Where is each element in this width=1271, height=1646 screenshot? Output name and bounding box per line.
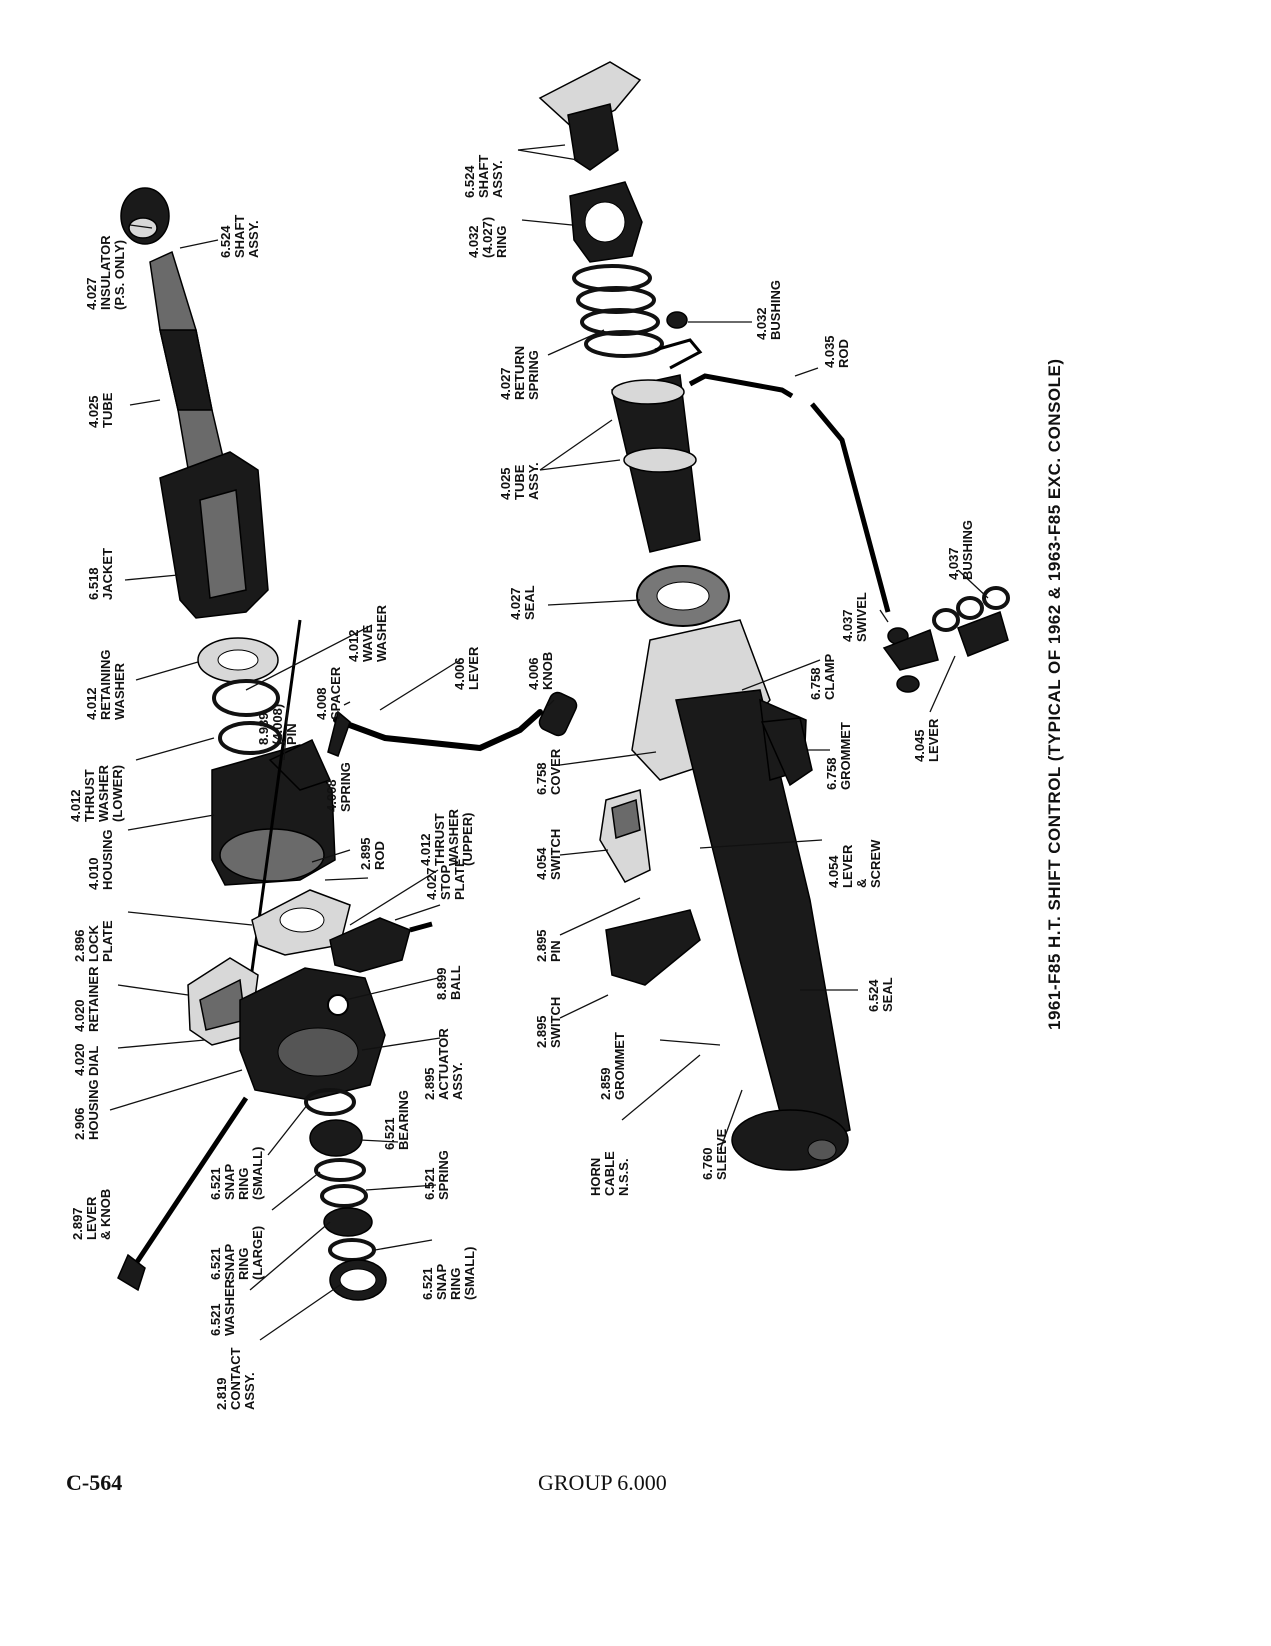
left-steering-column-assembly — [117, 187, 578, 1301]
insulator-part — [120, 187, 170, 245]
ring-4032-part — [569, 181, 643, 263]
label-housing-2906: 2.906HOUSING — [72, 1079, 101, 1140]
rod-4035-lower-part — [810, 402, 891, 613]
label-ring-4032: 4.032(4.027)RING — [466, 217, 509, 258]
label-thrust-washer-upper: 4.012THRUSTWASHER(UPPER) — [418, 808, 475, 866]
label-insulator: 4.027INSULATOR(P.S. ONLY) — [84, 235, 127, 310]
group-number: GROUP 6.000 — [538, 1470, 667, 1495]
page-number: C-564 — [66, 1470, 123, 1495]
tube-part — [149, 250, 227, 481]
label-return-spring: 4.027RETURNSPRING — [498, 346, 541, 400]
gear-lever-part — [327, 691, 578, 757]
label-sleeve: 6.760SLEEVE — [700, 1128, 729, 1180]
jacket-part — [159, 451, 269, 619]
label-retaining-washer: 4.012RETAININGWASHER — [84, 649, 127, 720]
label-grommet-6758: 6.758GROMMET — [824, 722, 853, 790]
stop-plate-part — [329, 917, 433, 973]
label-shaft-assy-left: 6.524SHAFTASSY. — [218, 215, 261, 258]
label-retainer: 4.020RETAINER — [72, 966, 101, 1032]
turn-signal-lever-part — [117, 1096, 249, 1292]
label-knob-4006: 4.006KNOB — [526, 652, 555, 690]
label-actuator: 2.895ACTUATORASSY. — [422, 1028, 465, 1100]
label-bearing: 6.521BEARING — [382, 1090, 411, 1150]
label-housing-4010: 4.010HOUSING — [86, 829, 115, 890]
label-tube-left: 4.025TUBE — [86, 392, 115, 428]
label-dial: 4.020DIAL — [72, 1043, 101, 1076]
bushing-4032-part — [666, 311, 688, 329]
label-jacket: 6.518JACKET — [86, 548, 115, 600]
right-steering-column-assembly — [538, 61, 1010, 1171]
label-pin-8939: 8.939(4.008)PIN — [256, 704, 299, 745]
label-spring-6521: 6.521SPRING — [422, 1150, 451, 1200]
label-lock-plate: 2.896LOCKPLATE — [72, 920, 115, 962]
label-shaft-assy-right: 6.524SHAFTASSY. — [462, 155, 505, 198]
label-thrust-washer-lower: 4.012THRUSTWASHER(LOWER) — [68, 764, 125, 822]
label-lever-4006: 4.006LEVER — [452, 646, 481, 690]
label-spring-4008: 4.008SPRING — [324, 762, 353, 812]
shaft-assembly-top-part — [538, 61, 642, 171]
label-stop-plate: 4.027STOPPLATE — [424, 858, 467, 900]
lock-plate-part — [251, 889, 351, 956]
label-snap-ring-small-lower: 6.521SNAPRING(SMALL) — [420, 1247, 477, 1300]
label-ball: 8.899BALL — [434, 965, 463, 1000]
leader-lines — [109, 144, 989, 1341]
label-switch-4054: 4.054SWITCH — [534, 829, 563, 880]
label-grommet-2859: 2.859GROMMET — [598, 1032, 627, 1100]
label-rod-2895: 2.895ROD — [358, 837, 387, 870]
grommet-6758-part — [760, 717, 813, 787]
label-cover: 6.758COVER — [534, 748, 563, 795]
label-clamp: 6.758CLAMP — [808, 653, 837, 700]
label-bushing-4032: 4.032BUSHING — [754, 280, 783, 340]
switch-2895-part — [605, 909, 701, 986]
label-lever-knob: 2.897LEVER& KNOB — [70, 1189, 113, 1240]
label-spacer: 4.008SPACER — [314, 666, 343, 720]
diagram-title: 1961-F85 H.T. SHIFT CONTROL (TYPICAL OF … — [1045, 358, 1064, 1030]
label-seal-4027: 4.027SEAL — [508, 585, 537, 620]
tube-assembly-part — [611, 374, 701, 553]
return-spring-part — [572, 264, 703, 370]
label-wave-washer: 4.012WAVEWASHER — [346, 604, 389, 662]
retaining-washer-part — [197, 637, 279, 683]
label-lever-4045: 4.045LEVER — [912, 718, 941, 762]
label-switch-2895: 2.895SWITCH — [534, 997, 563, 1048]
label-rod-4035: 4.035ROD — [822, 335, 851, 368]
label-snap-ring-small-upper: 6.521SNAPRING(SMALL) — [208, 1147, 265, 1200]
label-swivel: 4.037SWIVEL — [840, 592, 869, 642]
label-tube-assy: 4.025TUBEASSY. — [498, 462, 541, 500]
label-washer-6521: 6.521WASHER — [208, 1278, 237, 1336]
wave-washer-part — [212, 679, 280, 717]
label-lever-screw: 4.054LEVER&SCREW — [826, 839, 883, 888]
switch-4054-part — [599, 789, 651, 883]
lower-rings-stack — [304, 1088, 387, 1301]
swivel-linkage-part — [882, 586, 1010, 693]
rod-4035-upper-part — [688, 373, 794, 399]
seal-4027-part — [636, 565, 730, 627]
label-snap-ring-large: 6.521SNAPRING(LARGE) — [208, 1226, 265, 1280]
lower-housing-part — [239, 967, 386, 1101]
label-horn-cable: HORNCABLEN.S.S. — [588, 1151, 631, 1196]
part-labels: 4.027INSULATOR(P.S. ONLY) 6.524SHAFTASSY… — [68, 155, 975, 1410]
label-pin-2895: 2.895PIN — [534, 929, 563, 962]
thrust-washer-lower-part — [218, 721, 282, 755]
label-bushing-4037: 4.037BUSHING — [946, 520, 975, 580]
label-contact-assy: 2.819CONTACTASSY. — [214, 1347, 257, 1410]
label-seal-6524: 6.524SEAL — [866, 977, 895, 1012]
